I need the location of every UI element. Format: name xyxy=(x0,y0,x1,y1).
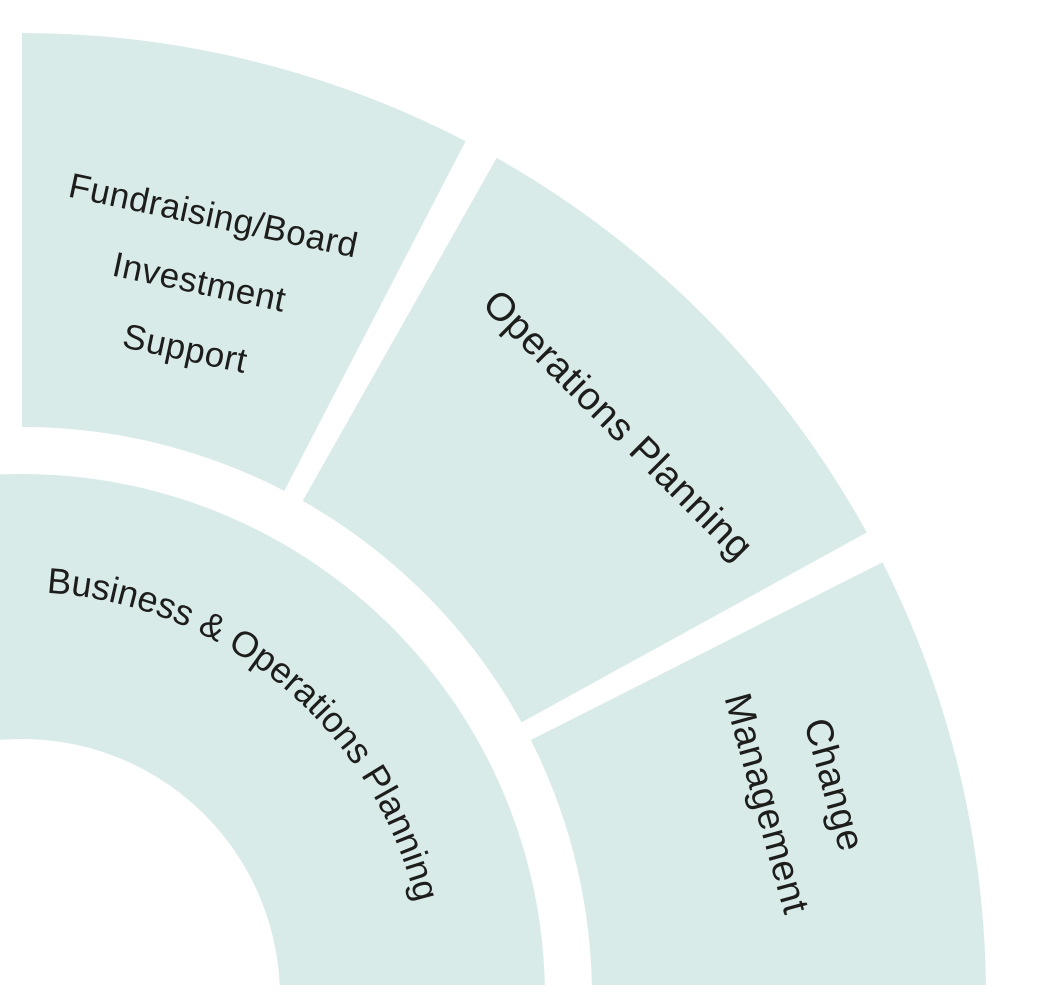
segment-operations-planning xyxy=(302,157,867,723)
segment-business-operations-planning xyxy=(0,474,545,1008)
bottom-crop-mask xyxy=(0,985,1043,1008)
segment-change-management xyxy=(530,562,986,1008)
segment-fundraising-board-investment-support xyxy=(22,33,466,491)
